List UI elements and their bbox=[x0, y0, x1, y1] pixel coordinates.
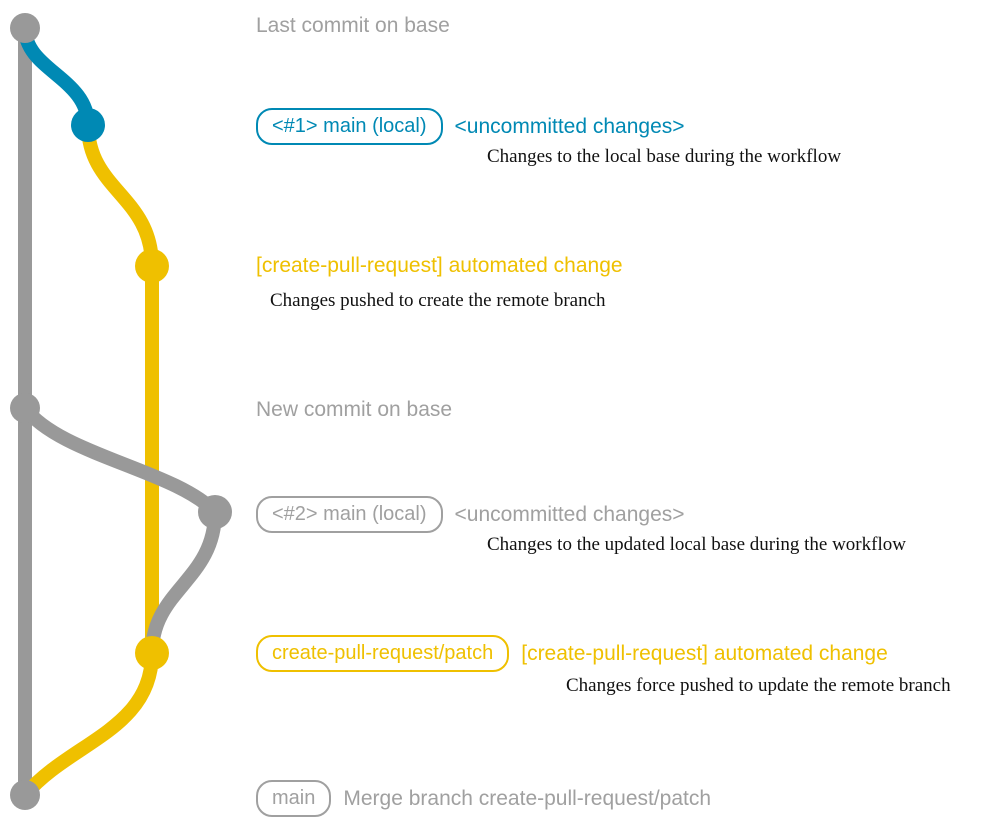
row-local-uncommitted-1: <#1> main (local) <uncommitted changes> bbox=[256, 108, 685, 145]
note-automated-change-create: Changes pushed to create the remote bran… bbox=[270, 290, 606, 311]
commit-node-automated-change-update bbox=[135, 636, 169, 670]
commit-subject-local-uncommitted-1: <uncommitted changes> bbox=[454, 114, 685, 138]
commit-subject-local-uncommitted-2: <uncommitted changes> bbox=[454, 502, 685, 526]
commit-node-local-uncommitted-1 bbox=[71, 108, 105, 142]
edge-branch-to-merge bbox=[18, 646, 159, 802]
commit-nodes bbox=[10, 13, 232, 810]
note-automated-change-update: Changes force pushed to update the remot… bbox=[566, 675, 951, 696]
note-local-uncommitted-2: Changes to the updated local base during… bbox=[487, 534, 906, 555]
commit-node-merge-commit bbox=[10, 780, 40, 810]
row-local-uncommitted-2: <#2> main (local) <uncommitted changes> bbox=[256, 496, 685, 533]
row-merge-commit: main Merge branch create-pull-request/pa… bbox=[256, 780, 711, 817]
ref-badge-main-local-2[interactable]: <#2> main (local) bbox=[256, 496, 443, 533]
headline-automated-change-create: [create-pull-request] automated change bbox=[256, 254, 623, 277]
edge-base-to-local-2 bbox=[18, 401, 222, 519]
ref-badge-create-pull-request-patch[interactable]: create-pull-request/patch bbox=[256, 635, 510, 672]
commit-node-new-commit-on-base bbox=[10, 393, 40, 423]
commit-subject-automated-change-update: [create-pull-request] automated change bbox=[521, 641, 888, 665]
row-automated-change-update: create-pull-request/patch [create-pull-r… bbox=[256, 635, 888, 672]
commit-subject-merge-commit: Merge branch create-pull-request/patch bbox=[343, 786, 712, 810]
commit-node-last-commit-on-base bbox=[10, 13, 40, 43]
commit-node-local-uncommitted-2 bbox=[198, 495, 232, 529]
headline-last-commit-on-base: Last commit on base bbox=[256, 14, 450, 37]
headline-new-commit-on-base: New commit on base bbox=[256, 398, 453, 421]
edge-local-2-to-branch-2 bbox=[145, 505, 222, 660]
note-local-uncommitted-1: Changes to the local base during the wor… bbox=[487, 146, 842, 167]
commit-node-automated-change-create bbox=[135, 249, 169, 283]
edge-local-1-to-branch bbox=[81, 118, 159, 273]
edge-base-to-local-1 bbox=[18, 21, 95, 132]
ref-badge-main[interactable]: main bbox=[256, 780, 332, 817]
ref-badge-main-local-1[interactable]: <#1> main (local) bbox=[256, 108, 443, 145]
